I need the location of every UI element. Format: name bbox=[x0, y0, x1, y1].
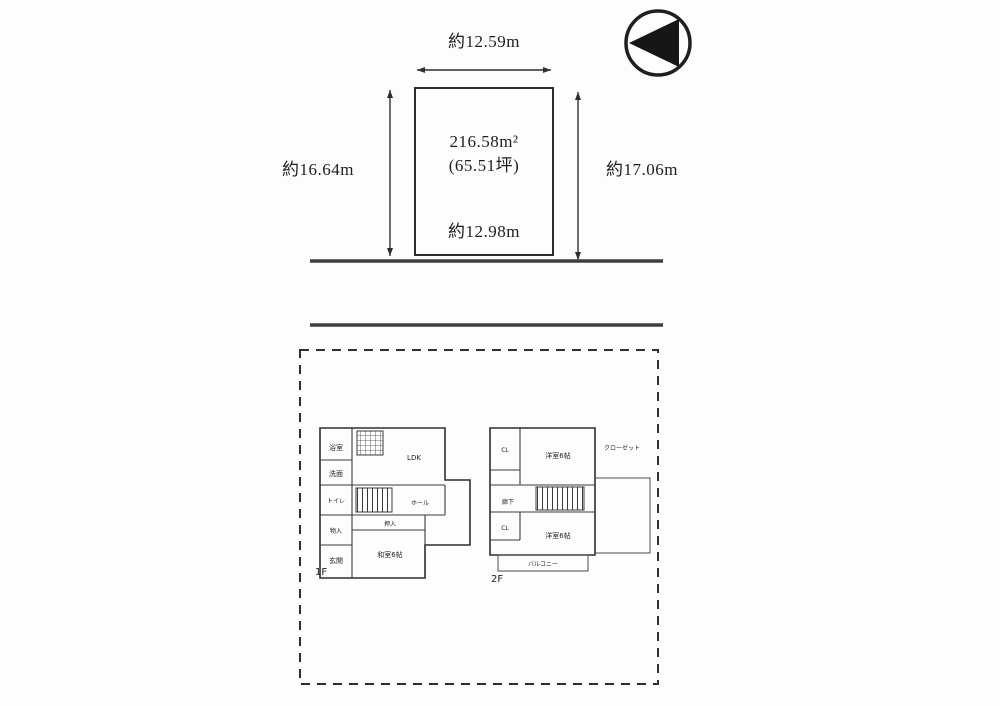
dimension-left-label: 約16.64m bbox=[282, 160, 354, 179]
compass-needle bbox=[629, 19, 679, 67]
dimension-top-label: 約12.59m bbox=[448, 32, 520, 51]
dimension-right-label: 約17.06m bbox=[606, 160, 678, 179]
dimension-bottom-label: 約12.98m bbox=[448, 222, 520, 241]
floorplan-2f: CL 洋室6帖 クローゼット 廊下 CL 洋室6帖 バルコニー bbox=[489, 427, 651, 572]
floorplan-2f-outline bbox=[489, 427, 596, 556]
floor2-label: 2F bbox=[491, 574, 504, 585]
room-label-toilet: トイレ bbox=[327, 498, 345, 505]
bathtub-hatch-1f bbox=[356, 430, 384, 456]
room-label-closet-bottom: CL bbox=[501, 525, 509, 532]
balcony-2f bbox=[497, 554, 589, 572]
room-label-balcony: バルコニー bbox=[528, 561, 558, 568]
area-sqm-label: 216.58m² bbox=[449, 132, 519, 151]
room-label-hallway: 廊下 bbox=[502, 498, 514, 506]
room-label-hall: ホール bbox=[411, 500, 429, 507]
room-label-storage: 物入 bbox=[330, 527, 342, 535]
floorplan-1f: 浴室 洗面 トイレ LDK ホール 押入 和室6帖 物入 玄関 bbox=[319, 427, 471, 579]
room-label-oshiire: 押入 bbox=[384, 520, 396, 528]
room-label-bedroom-top: 洋室6帖 bbox=[545, 451, 570, 460]
room-label-entrance: 玄関 bbox=[329, 556, 343, 565]
floorplan-2f-walls bbox=[490, 428, 595, 541]
compass-circle bbox=[624, 9, 692, 77]
room-label-bath: 浴室 bbox=[329, 443, 343, 452]
room-label-washroom: 洗面 bbox=[329, 469, 343, 478]
area-tsubo-label: (65.51坪) bbox=[448, 156, 520, 175]
room-label-ldk: LDK bbox=[407, 454, 421, 462]
room-label-washitsu: 和室6帖 bbox=[377, 550, 402, 559]
room-label-closet-side: クローゼット bbox=[604, 444, 640, 452]
room-label-bedroom-bottom: 洋室6帖 bbox=[545, 531, 570, 540]
floorplan-1f-outline bbox=[319, 427, 471, 579]
room-label-closet-top: CL bbox=[501, 447, 509, 454]
stairs-1f bbox=[355, 487, 393, 513]
land-plot-outline bbox=[414, 87, 554, 256]
north-arrow-icon bbox=[624, 9, 692, 77]
floorplan-2f-roof-extension bbox=[595, 477, 651, 554]
floor1-label: 1F bbox=[315, 567, 328, 578]
floorplan-boundary-dashed bbox=[299, 349, 659, 685]
floorplan-1f-walls bbox=[320, 428, 446, 578]
stairs-2f bbox=[535, 486, 585, 511]
